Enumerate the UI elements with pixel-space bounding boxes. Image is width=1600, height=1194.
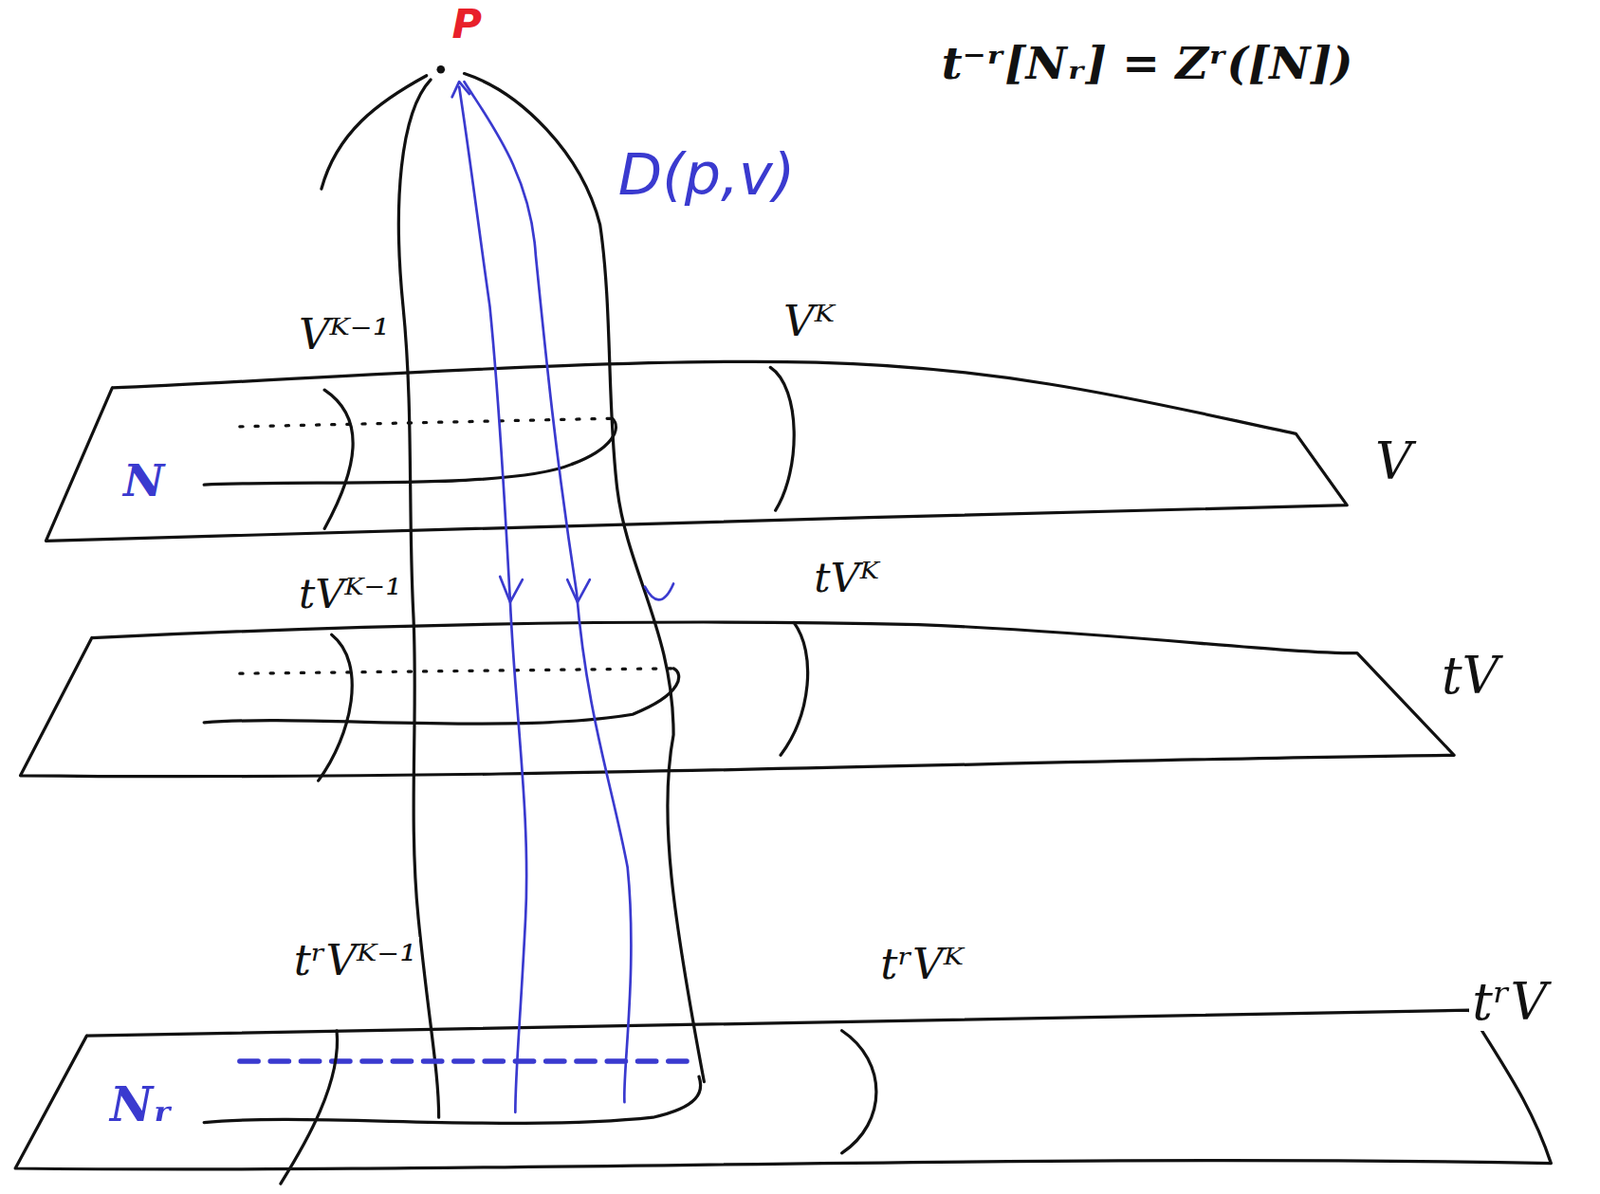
flow-line [464,81,632,1103]
curve-k-v [770,367,794,511]
disk-label: D(p,v) [615,143,798,206]
submanifold-label: N [120,456,167,506]
level-curves [280,367,877,1184]
submanifold-label: Nᵣ [107,1079,176,1131]
level-label: tʳVᴷ⁻¹ [291,937,421,985]
level-label: Vᴷ⁻¹ [295,311,393,359]
curve-k1-tv [318,634,353,781]
ring-tv-back [239,668,674,674]
sheet-v [45,361,1347,541]
point-label: P [448,1,485,47]
sheet-label: tʳV [1469,974,1550,1030]
ring-tv [203,668,680,724]
arrowhead [644,584,674,601]
arrowhead [499,576,523,603]
tube-outer-left [321,75,427,189]
ring-trv [203,1076,700,1123]
arrowhead [452,81,470,97]
curve-k-trv [842,1030,877,1154]
formula: t⁻ʳ[Nᵣ] = Zʳ([N]) [938,38,1357,89]
sheet-tv [20,622,1455,777]
sheet-label: tV [1438,647,1502,704]
curve-k-tv [780,622,809,755]
tube-right [464,73,705,1083]
flow-lines [452,81,674,1113]
level-label: tVᴷ⁻¹ [295,571,405,617]
sheets [15,361,1551,1170]
curve-k1-trv [280,1030,338,1184]
curve-k1-v [324,389,353,529]
flow-line [459,87,527,1113]
arrowhead [567,579,590,603]
point-p [436,65,445,74]
level-label: tVᴷ [810,555,883,601]
ring-v-back [239,418,613,427]
rings [203,418,700,1123]
sheet-trv [15,1010,1551,1170]
level-label: Vᴷ [780,297,838,346]
level-label: tʳVᴷ [877,940,967,989]
sheet-label: V [1372,433,1416,490]
